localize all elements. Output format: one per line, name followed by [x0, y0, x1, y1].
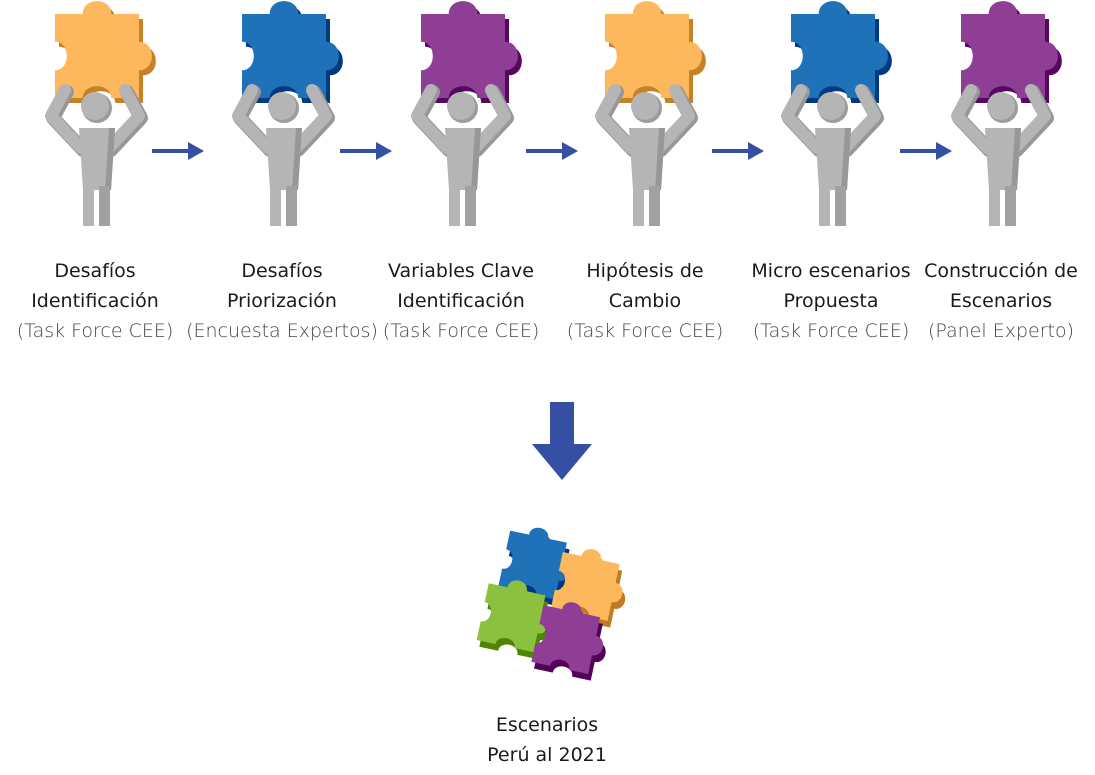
step-title-line1: Desafíos [241, 260, 323, 282]
step-caption: Desafíos Priorización (Encuesta Expertos… [182, 256, 382, 346]
person-holding-puzzle-icon [411, 1, 522, 226]
step-source: (Task Force CEE) [752, 320, 910, 342]
step-title-line2: Priorización [227, 290, 337, 312]
person-holding-puzzle-icon [951, 1, 1062, 226]
step-caption: Variables Clave Identificación (Task For… [361, 256, 561, 346]
step-title-line2: Cambio [608, 290, 682, 312]
arrow-right-icon [526, 142, 578, 160]
step-caption: Micro escenarios Propuesta (Task Force C… [731, 256, 931, 346]
person-holding-puzzle-icon [595, 1, 706, 226]
step-title-line1: Construcción de [924, 260, 1078, 282]
step-caption: Desafíos Identificación (Task Force CEE) [0, 256, 195, 346]
step-title-line1: Hipótesis de [586, 260, 704, 282]
step-title-line2: Identificación [31, 290, 159, 312]
step-title-line2: Identificación [397, 290, 525, 312]
step-title-line1: Variables Clave [388, 260, 534, 282]
step-source: (Task Force CEE) [16, 320, 174, 342]
arrow-right-icon [900, 142, 952, 160]
arrow-right-icon [152, 142, 204, 160]
step-source: (Encuesta Expertos) [186, 320, 378, 342]
arrow-right-icon [712, 142, 764, 160]
step-title-line1: Desafíos [54, 260, 136, 282]
step-source: (Panel Experto) [927, 320, 1074, 342]
result-title-line1: Escenarios [495, 714, 599, 736]
person-holding-puzzle-icon [232, 1, 343, 226]
step-title-line2: Escenarios [949, 290, 1053, 312]
step-caption: Construcción de Escenarios (Panel Expert… [901, 256, 1095, 346]
arrow-right-icon [340, 142, 392, 160]
step-source: (Task Force CEE) [566, 320, 724, 342]
step-title-line1: Micro escenarios [751, 260, 911, 282]
step-source: (Task Force CEE) [382, 320, 540, 342]
result-title-line2: Perú al 2021 [487, 744, 607, 766]
puzzle-assembled-icon [476, 527, 626, 681]
arrow-down-icon [532, 402, 592, 480]
person-holding-puzzle-icon [781, 1, 892, 226]
step-title-line2: Propuesta [783, 290, 879, 312]
result-caption: Escenarios Perú al 2021 [447, 710, 647, 770]
person-holding-puzzle-icon [45, 1, 156, 226]
step-caption: Hipótesis de Cambio (Task Force CEE) [545, 256, 745, 346]
